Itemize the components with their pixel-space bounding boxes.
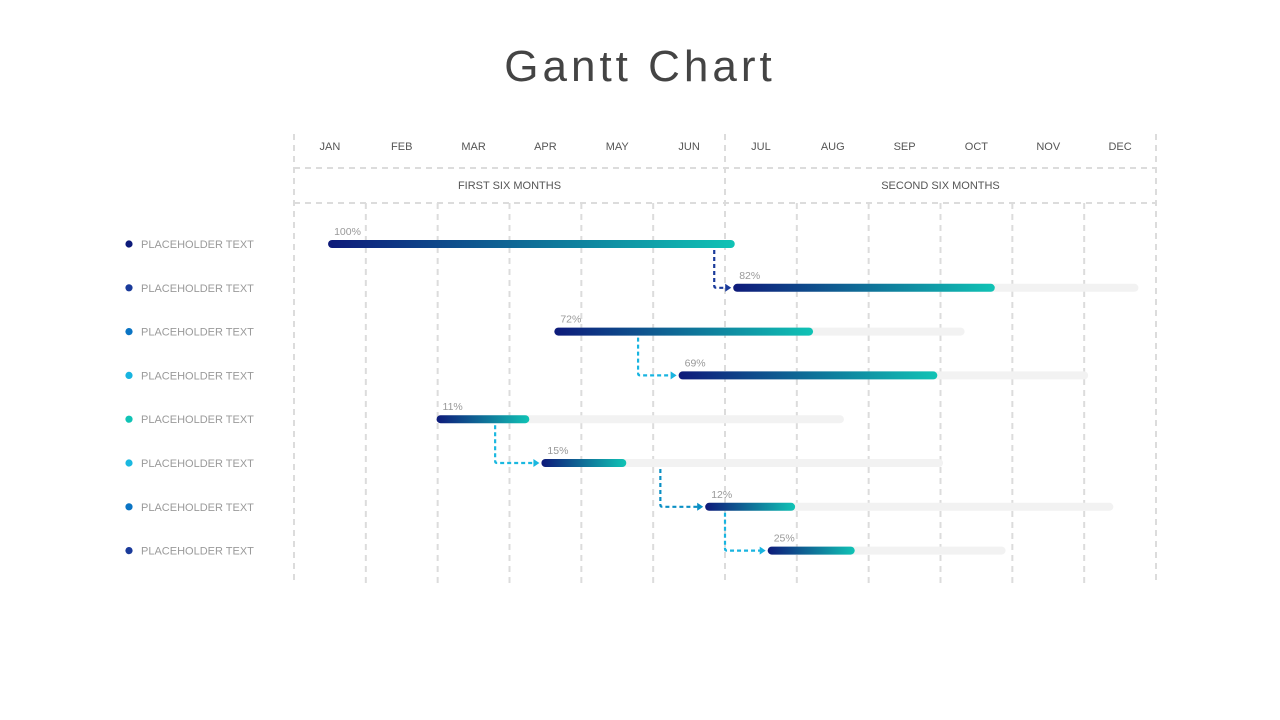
- row-dot-1: [125, 240, 133, 248]
- row-label-1: PLACEHOLDER TEXT: [141, 239, 254, 251]
- row-label-4: PLACEHOLDER TEXT: [141, 370, 254, 382]
- month-label-nov: NOV: [1036, 141, 1061, 153]
- row-label-2: PLACEHOLDER TEXT: [141, 283, 254, 295]
- row-label-6: PLACEHOLDER TEXT: [141, 458, 254, 470]
- task-bar-6: [541, 459, 627, 467]
- month-label-jul: JUL: [751, 141, 771, 153]
- row-label-8: PLACEHOLDER TEXT: [141, 546, 254, 558]
- dependency-arrowhead-3: [533, 459, 540, 467]
- dependency-arrowhead-1: [725, 283, 732, 292]
- row-labels: PLACEHOLDER TEXT PLACEHOLDER TEXT PLACEHOL…: [125, 239, 254, 558]
- task-percent-3: 72%: [560, 314, 581, 326]
- task-percent-8: 25%: [774, 533, 795, 545]
- task-percent-2: 82%: [739, 270, 760, 282]
- task-percent-5: 11%: [443, 401, 463, 413]
- task-bar-3: [554, 327, 814, 336]
- month-label-jan: JAN: [320, 141, 341, 153]
- month-label-apr: APR: [534, 141, 557, 153]
- dependency-arrowhead-4: [697, 502, 704, 511]
- month-label-aug: AUG: [821, 141, 845, 153]
- task-percent-1: 100%: [334, 226, 361, 238]
- task-bar-8: [767, 546, 855, 555]
- task-bar-1: [328, 240, 735, 248]
- bar-layer: 100% 82% 72% 69% 11% 15% 12% 25%: [328, 226, 995, 555]
- row-dot-3: [125, 328, 133, 336]
- month-label-feb: FEB: [391, 141, 412, 153]
- row-dot-8: [125, 547, 133, 555]
- row-label-3: PLACEHOLDER TEXT: [141, 327, 254, 339]
- dependency-line-3: [494, 425, 536, 465]
- task-percent-4: 69%: [685, 357, 706, 369]
- month-label-mar: MAR: [461, 141, 486, 153]
- month-label-may: MAY: [606, 141, 630, 153]
- row-dot-7: [125, 503, 133, 511]
- task-percent-7: 12%: [711, 489, 732, 501]
- month-label-jun: JUN: [678, 141, 699, 153]
- half-label-2: SECOND SIX MONTHS: [881, 180, 1000, 192]
- dependency-line-4: [659, 469, 700, 508]
- month-label-sep: SEP: [894, 141, 916, 153]
- page-title: Gantt Chart: [504, 42, 776, 91]
- month-label-dec: DEC: [1108, 141, 1131, 153]
- row-dot-6: [125, 459, 133, 467]
- dependency-line-2: [636, 337, 673, 377]
- timeline-header: JAN FEB MAR APR MAY JUN JUL AUG SEP OCT NOV DEC FIRS…: [320, 141, 1132, 192]
- dependency-layer: [494, 250, 766, 555]
- dependency-arrowhead-5: [759, 546, 766, 555]
- task-bar-5: [436, 415, 530, 424]
- row-label-7: PLACEHOLDER TEXT: [141, 502, 254, 514]
- task-bar-7: [705, 502, 796, 511]
- dependency-line-5: [723, 512, 762, 552]
- row-dot-5: [125, 415, 133, 423]
- task-bar-4: [678, 371, 938, 380]
- dependency-line-1: [713, 250, 728, 289]
- row-dot-2: [125, 284, 133, 292]
- task-percent-6: 15%: [547, 445, 568, 457]
- row-dot-4: [125, 371, 133, 379]
- row-label-5: PLACEHOLDER TEXT: [141, 414, 254, 426]
- grid-lines: [293, 134, 1157, 585]
- month-label-oct: OCT: [965, 141, 989, 153]
- task-bar-2: [733, 283, 995, 292]
- dependency-arrowhead-2: [670, 371, 677, 380]
- half-label-1: FIRST SIX MONTHS: [458, 180, 561, 192]
